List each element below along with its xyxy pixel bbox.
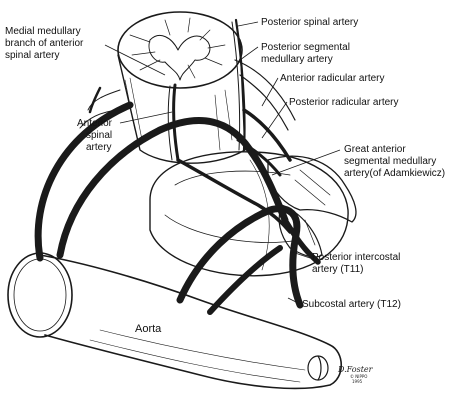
label-aorta: Aorta (135, 323, 162, 335)
label-posterior-spinal-artery: Posterior spinal artery (261, 17, 358, 28)
signature-year: 1995 (352, 379, 363, 384)
label-posterior-radicular-artery: Posterior radicular artery (289, 97, 398, 108)
label-medial-medullary-branch-3: spinal artery (5, 50, 59, 61)
aorta (7, 252, 343, 390)
label-subcostal-artery: Subcostal artery (T12) (302, 299, 401, 310)
label-great-anterior-3: artery(of Adamkiewicz) (344, 168, 445, 179)
label-medial-medullary-branch-1: Medial medullary (5, 26, 81, 37)
label-posterior-intercostal-2: artery (T11) (312, 264, 364, 275)
label-posterior-segmental-2: medullary artery (261, 54, 333, 65)
label-anterior-radicular-artery: Anterior radicular artery (280, 73, 384, 84)
label-posterior-segmental-1: Posterior segmental (261, 42, 350, 53)
label-anterior-spinal-2: spinal (86, 130, 112, 141)
label-great-anterior-1: Great anterior (344, 144, 406, 155)
signature-mark: © NIPPO (350, 374, 367, 379)
leader-lines (104, 21, 341, 305)
artery-of-adamkiewicz (176, 158, 292, 234)
spinal-cord (117, 11, 246, 164)
label-great-anterior-2: segmental medullary (344, 156, 436, 167)
label-anterior-spinal-3: artery (86, 142, 112, 153)
label-medial-medullary-branch-2: branch of anterior (5, 38, 84, 49)
artist-signature: D.Foster © NIPPO 1995 (337, 365, 374, 384)
label-posterior-intercostal-1: Posterior intercostal (312, 252, 400, 263)
posterior-intercostal-artery (56, 116, 321, 265)
label-anterior-spinal-1: Anterior (77, 118, 113, 129)
signature-name: D.Foster (337, 365, 374, 374)
left-intercostal-artery (34, 101, 134, 262)
